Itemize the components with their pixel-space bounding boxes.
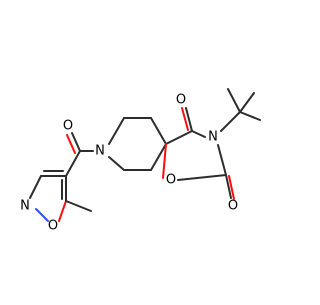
atom-label-o-carbonyl-left: O — [63, 119, 73, 134]
bond-n-o — [35, 208, 49, 222]
bond-lines — [29, 88, 261, 222]
bond-c2-o-b — [228, 175, 235, 200]
atom-label-n-isoxazole: N — [20, 199, 30, 214]
bond-c6-n — [108, 156, 125, 171]
atom-label-o-ring: O — [166, 173, 176, 188]
bond-c2-o-a — [225, 174, 232, 199]
atom-label-o-isoxazole: O — [48, 219, 58, 234]
bond-c4-n — [191, 130, 206, 138]
bond-c3-spiro — [150, 117, 167, 145]
molecule-structure: O N O N O O N O — [20, 88, 261, 234]
atom-label-n-piperidine: N — [95, 144, 105, 159]
bond-c2-o-ring — [177, 174, 227, 181]
bond-o-ring-spiro — [162, 143, 167, 179]
bond-tbutyl-me2 — [227, 88, 241, 113]
bond-carbonyl-isoxazole — [65, 150, 81, 177]
bond-c5-methyl — [65, 200, 92, 212]
bond-spiro-c4 — [165, 130, 193, 145]
molecule-structure-canvas: O N O N O O N O — [20, 88, 261, 234]
atom-label-o-carbonyl-top: O — [176, 93, 186, 108]
bond-carbonyl-o-b — [66, 134, 76, 154]
bond-tbutyl-me3 — [239, 92, 255, 113]
bond-c3-n — [29, 175, 42, 199]
bond-carbonyl-o-a — [71, 132, 81, 152]
bond-n-c2 — [108, 117, 125, 145]
bond-tbutyl-me1 — [239, 111, 261, 121]
atom-labels: O N O N O O N O — [20, 93, 238, 234]
bond-c4-o-a — [185, 107, 193, 132]
bond-o-c5 — [58, 200, 67, 222]
bond-c4-o-b — [181, 107, 189, 131]
bond-spiro-c5 — [150, 143, 167, 171]
bond-n-c2 — [217, 144, 227, 176]
atom-label-o-carbonyl-right: O — [228, 199, 238, 214]
atom-label-n-oxazolidine: N — [208, 130, 218, 145]
bond-n-tbutyl — [220, 111, 241, 132]
